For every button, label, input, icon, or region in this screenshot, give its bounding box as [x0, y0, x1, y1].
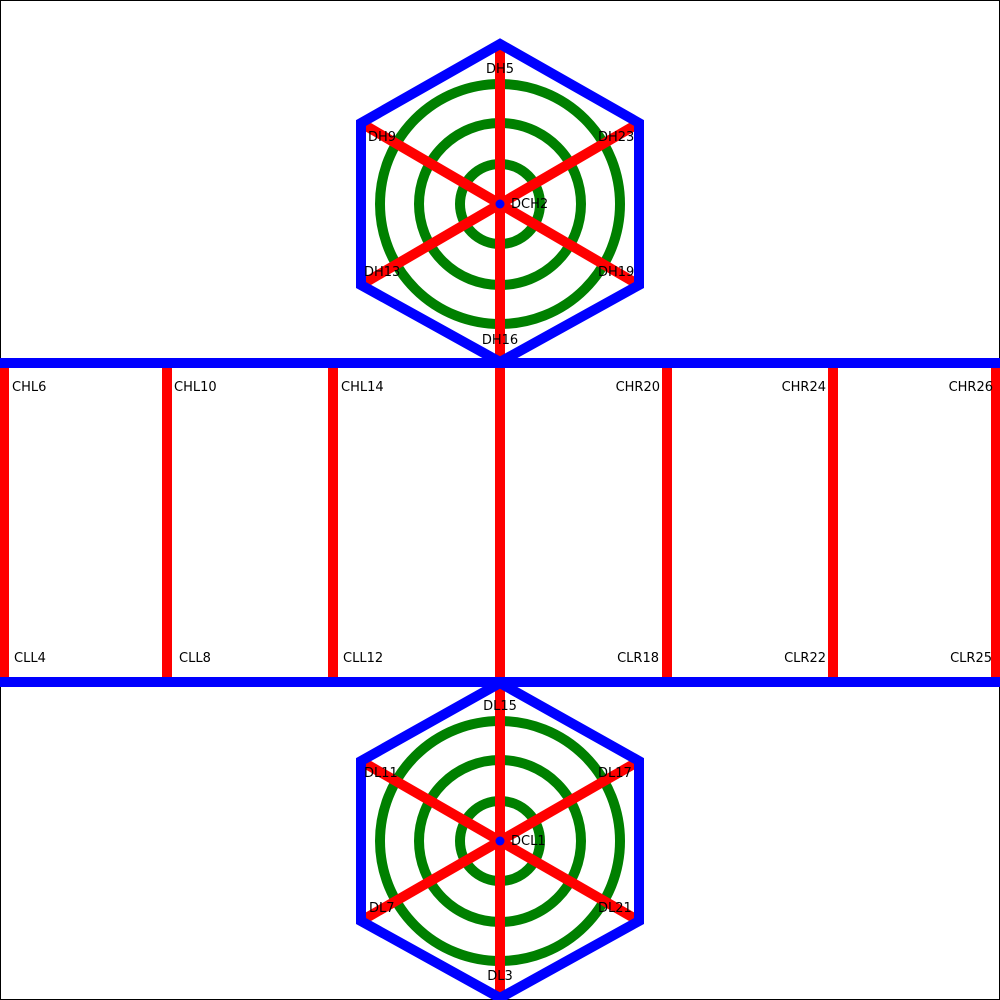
- bottom-spoke-se: [497, 836, 642, 926]
- label-clr22: CLR22: [784, 651, 826, 666]
- label-dh19: DH19: [598, 265, 634, 280]
- bottom-spoke-nw: [358, 756, 503, 846]
- label-dl15: DL15: [483, 699, 517, 714]
- top-spoke-se: [497, 199, 642, 290]
- label-dl3: DL3: [487, 969, 513, 984]
- label-clr18: CLR18: [617, 651, 659, 666]
- label-dh23: DH23: [598, 130, 634, 145]
- bottom-spoke-ne: [497, 756, 642, 846]
- label-dl7: DL7: [369, 901, 395, 916]
- label-chl14: CHL14: [341, 380, 384, 395]
- label-chr20: CHR20: [616, 380, 660, 395]
- top-hexagon: DCH2 DH5 DH23 DH19 DH16 DH13 DH9: [356, 38, 644, 368]
- bottom-hexagon: DCL1 DL15 DL17 DL21 DL3 DL7 DL11: [356, 677, 644, 1000]
- label-dh16: DH16: [482, 333, 518, 348]
- label-dcl1: DCL1: [511, 834, 546, 849]
- top-spoke-sw: [358, 199, 503, 290]
- label-clr25: CLR25: [950, 651, 992, 666]
- label-dh5: DH5: [486, 62, 514, 77]
- label-dl17: DL17: [598, 766, 632, 781]
- label-dl11: DL11: [364, 766, 398, 781]
- bottom-center-dot: [495, 836, 505, 846]
- label-dl21: DL21: [598, 901, 632, 916]
- bottom-hexagon-outline: [356, 677, 644, 1000]
- label-chl10: CHL10: [174, 380, 217, 395]
- label-chr24: CHR24: [782, 380, 826, 395]
- top-center-dot: [495, 199, 505, 209]
- label-cll4: CLL4: [14, 651, 46, 666]
- bottom-spoke-sw: [358, 836, 503, 926]
- label-chr26: CHR26: [949, 380, 993, 395]
- label-cll8: CLL8: [179, 651, 211, 666]
- top-spoke-ne: [497, 118, 642, 209]
- middle-band: CHL6 CHL10 CHL14 CHR20 CHR24 CHR26 CLL4 …: [0, 358, 1000, 687]
- label-dch2: DCH2: [511, 197, 548, 212]
- label-dh13: DH13: [364, 265, 400, 280]
- top-hexagon-outline: [356, 38, 644, 368]
- label-dh9: DH9: [368, 130, 396, 145]
- top-spoke-nw: [358, 118, 503, 209]
- label-cll12: CLL12: [343, 651, 383, 666]
- label-chl6: CHL6: [12, 380, 46, 395]
